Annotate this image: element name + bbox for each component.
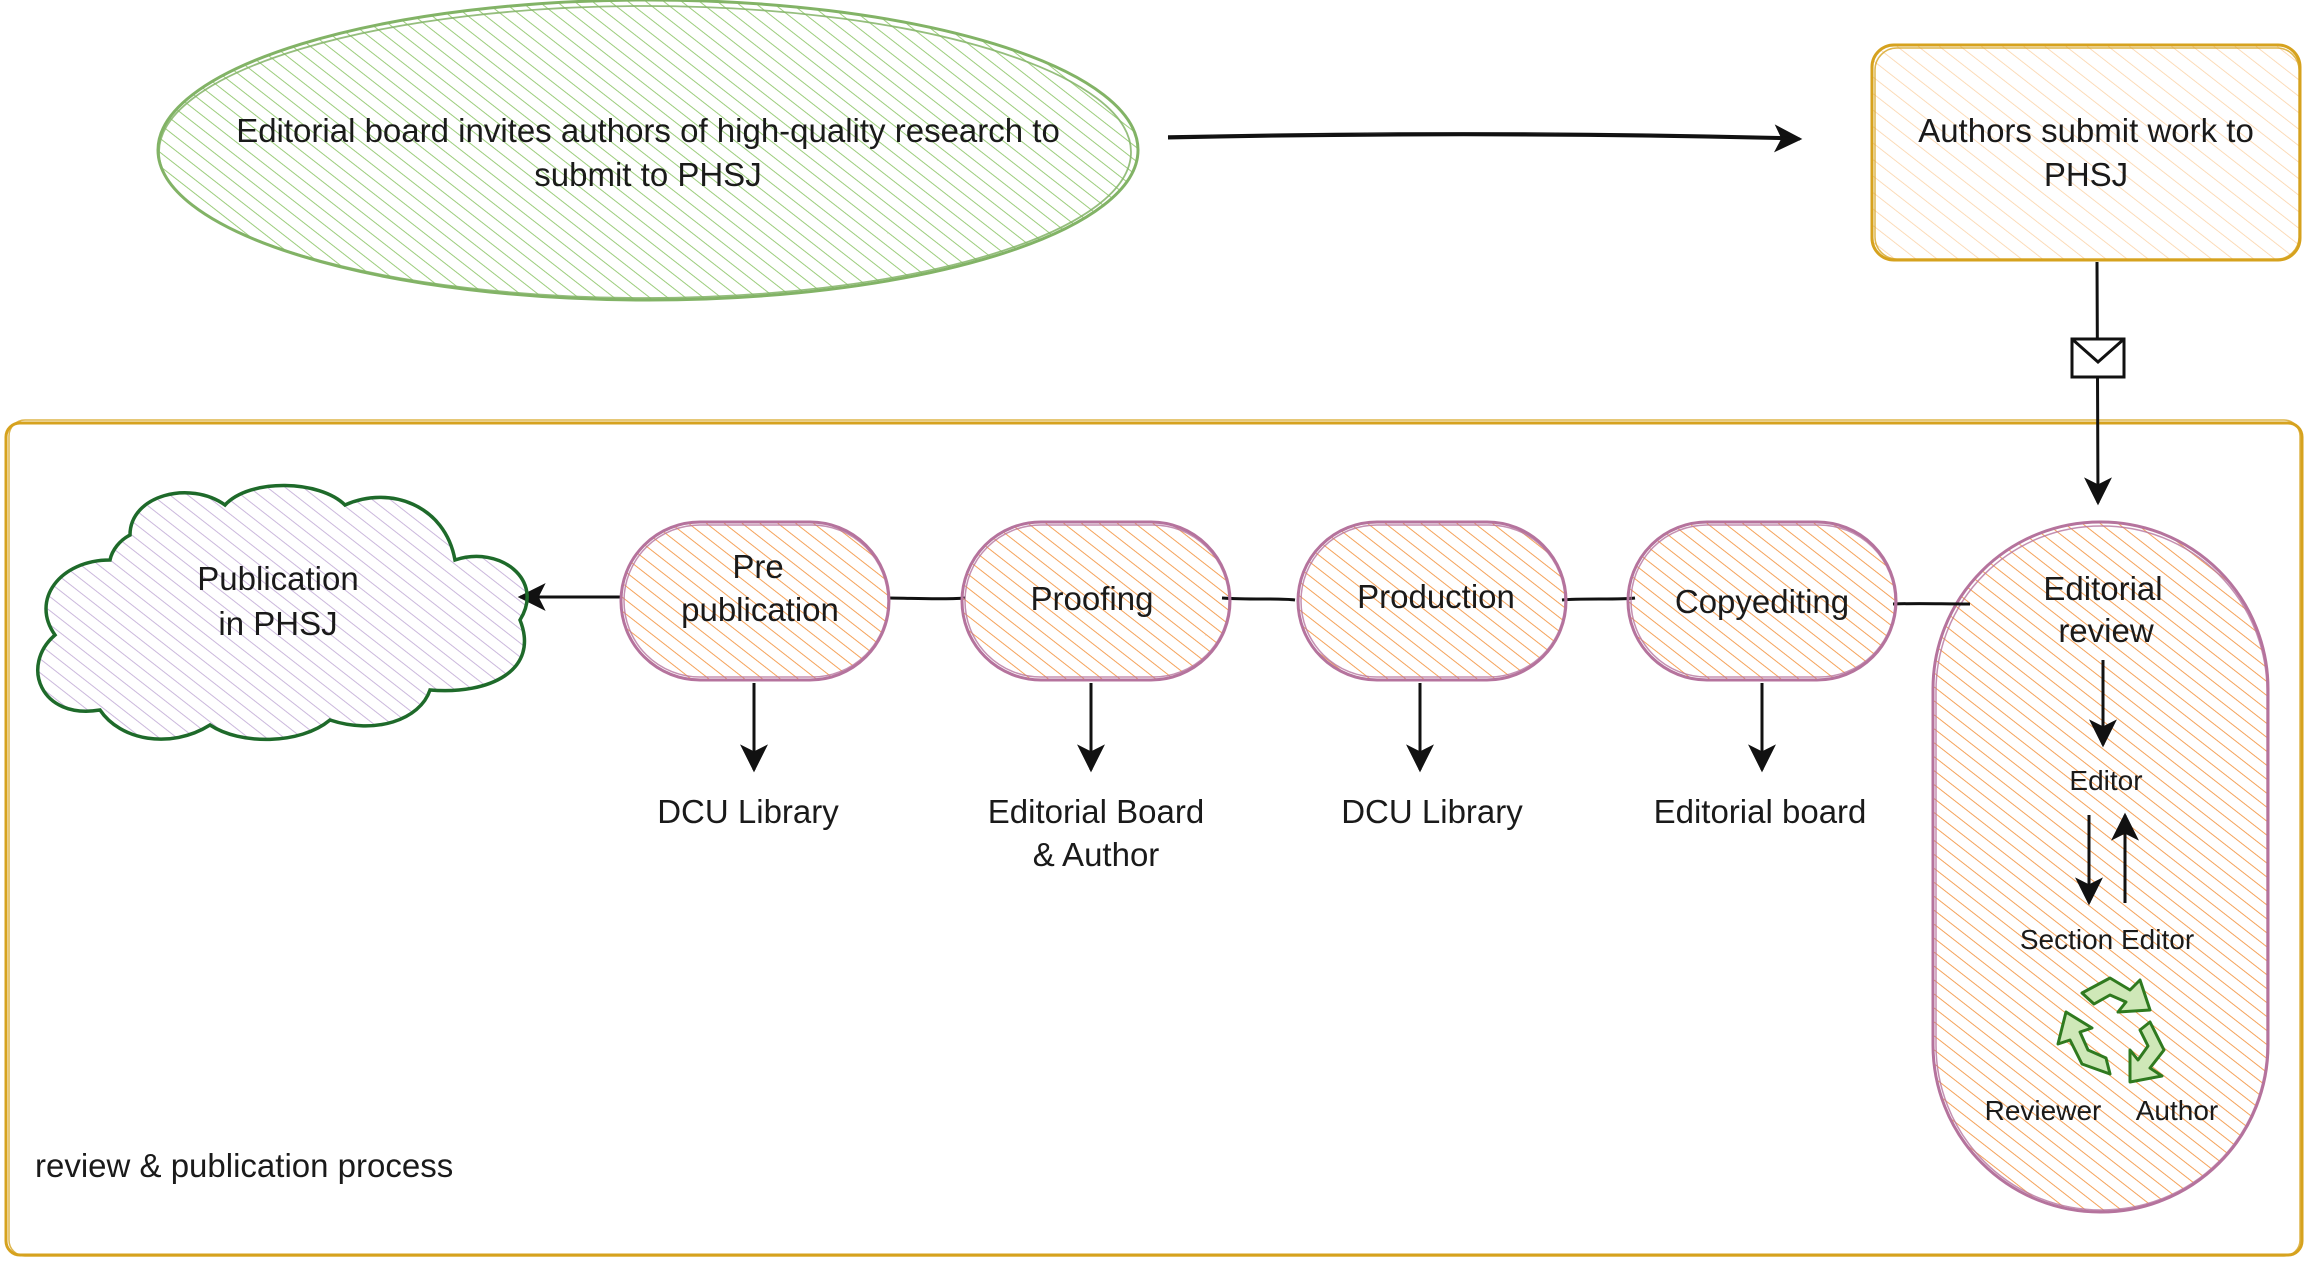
editorial-review-pill: Editorial review Editor Section Editor R…	[1931, 520, 2270, 1214]
stage-copyediting: Copyediting Editorial board	[1626, 520, 1898, 830]
reviewer-label: Reviewer	[1985, 1095, 2102, 1126]
review-process-container	[4, 419, 2304, 1257]
publication-line1: Publication	[197, 560, 358, 597]
copyediting-owner: Editorial board	[1654, 793, 1867, 830]
prepublication-label-line1: Pre	[732, 548, 783, 585]
invite-line2: submit to PHSJ	[534, 156, 761, 193]
copyediting-label: Copyediting	[1675, 583, 1849, 620]
invite-authors-ellipse: Editorial board invites authors of high-…	[156, 0, 1140, 302]
proofing-label: Proofing	[1031, 580, 1154, 617]
section-editor-label: Section Editor	[2020, 924, 2194, 955]
submit-line2: PHSJ	[2044, 156, 2128, 193]
stage-prepublication: Pre publication DCU Library	[619, 520, 891, 830]
arrow-submit-to-review	[2070, 261, 2126, 506]
invite-line1: Editorial board invites authors of high-…	[236, 112, 1060, 149]
envelope-icon	[2070, 337, 2126, 379]
prepublication-label-line2: publication	[681, 591, 839, 628]
container-label: review & publication process	[35, 1147, 453, 1184]
stage-proofing: Proofing Editorial Board & Author	[960, 520, 1232, 873]
author-label: Author	[2136, 1095, 2219, 1126]
arrow-invite-to-submit	[1167, 124, 1803, 153]
production-label: Production	[1357, 578, 1515, 615]
recycle-icon	[2056, 976, 2166, 1084]
proofing-owner-line2: & Author	[1033, 836, 1160, 873]
prepublication-owner: DCU Library	[657, 793, 839, 830]
stage-production: Production DCU Library	[1296, 520, 1568, 830]
proofing-owner-line1: Editorial Board	[988, 793, 1204, 830]
publication-cloud: Publication in PHSJ	[36, 483, 529, 742]
submit-line1: Authors submit work to	[1918, 112, 2254, 149]
editor-label: Editor	[2069, 765, 2142, 796]
review-title-line1: Editorial	[2043, 570, 2162, 607]
authors-submit-box: Authors submit work to PHSJ	[1870, 43, 2302, 262]
production-owner: DCU Library	[1341, 793, 1523, 830]
publication-line2: in PHSJ	[218, 605, 337, 642]
review-title-line2: review	[2058, 612, 2154, 649]
